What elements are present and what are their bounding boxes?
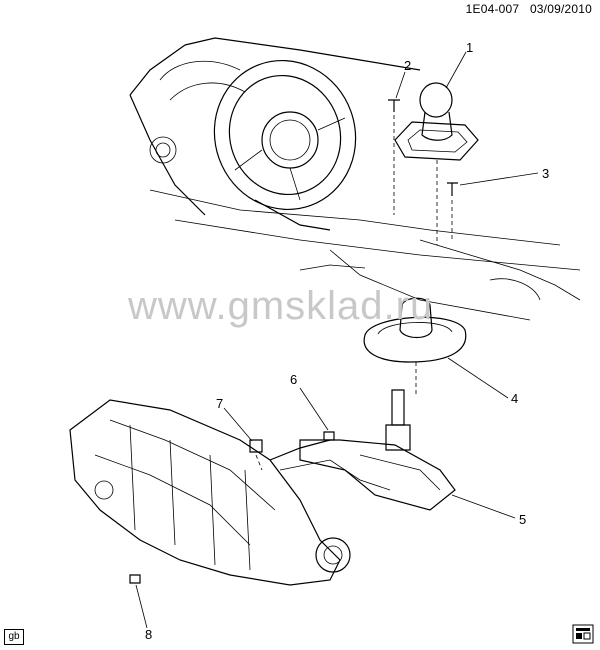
shifter-assembly [269,389,456,511]
callout-2: 2 [404,58,412,73]
nut-6 [323,431,335,441]
document-icon [572,624,594,644]
callout-6: 6 [290,372,298,387]
leader-lines [135,51,539,629]
callout-5: 5 [519,512,527,527]
dashboard-outline [129,37,581,321]
shift-knob-boot [394,82,479,245]
header-code: 1E04-007 [465,2,520,16]
transmission [69,399,351,586]
steering-wheel [213,59,357,231]
header-date: 03/09/2010 [529,2,592,16]
diagram-header: 1E04-007 03/09/2010 [466,2,592,16]
callout-1: 1 [466,40,474,55]
corner-tag: gb [4,629,24,645]
screw-2 [388,99,400,215]
shift-boot-seal [363,297,467,395]
callout-7: 7 [216,396,224,411]
callout-8: 8 [145,627,153,642]
bolt-7 [249,439,263,471]
screw-3 [447,182,458,240]
callout-3: 3 [542,166,550,181]
callout-4: 4 [511,391,519,406]
watermark-text: www.gmsklad.ru [128,284,434,328]
